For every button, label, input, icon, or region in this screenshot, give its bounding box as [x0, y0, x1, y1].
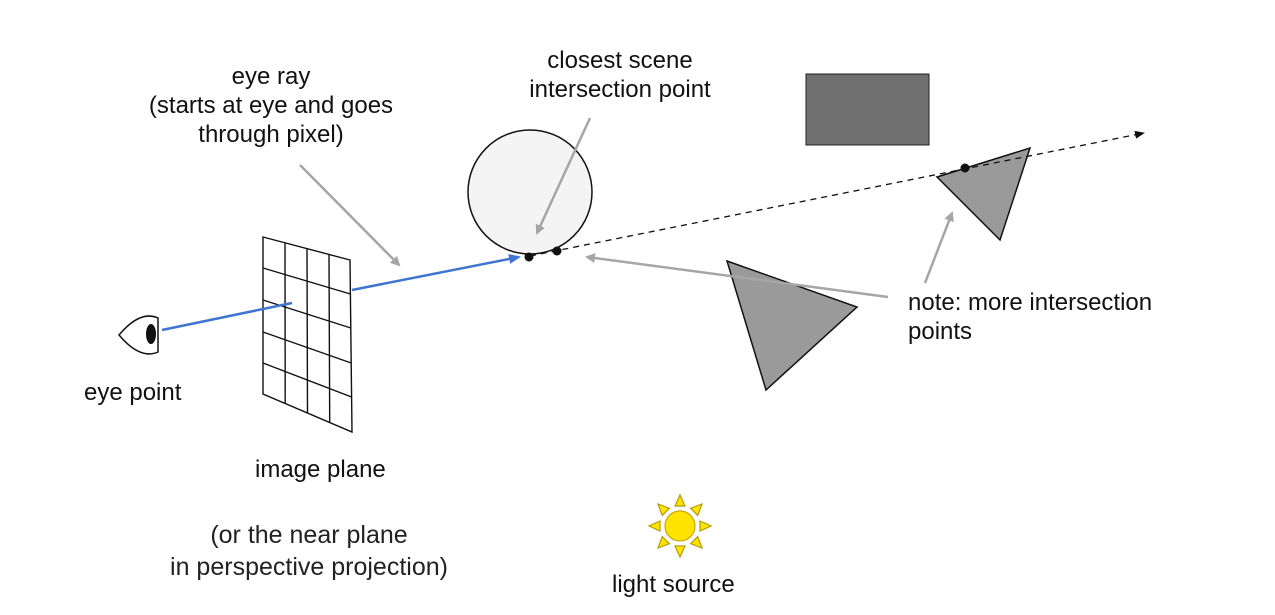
- scene-triangle-large: [725, 259, 859, 392]
- intersection-dot-closest: [524, 252, 534, 262]
- intersection-dot-second: [552, 246, 562, 256]
- more-intersections-arrow-2: [923, 211, 954, 284]
- scene-sphere: [467, 129, 593, 255]
- more-intersections-arrow-1: [585, 253, 889, 299]
- scene-triangle-small: [935, 146, 1032, 242]
- label-more-intersections: note: more intersection points: [908, 289, 1153, 345]
- image-plane-grid: [262, 236, 353, 434]
- intersection-dot-third: [960, 163, 970, 173]
- eye-ray-segment-2: [351, 254, 521, 292]
- label-closest-intersection: closest scene intersection point: [529, 47, 711, 103]
- eye-ray-annotation-arrow: [299, 164, 401, 267]
- label-eye-point: eye point: [84, 379, 182, 406]
- label-image-plane: image plane: [255, 456, 386, 483]
- scene-rectangle: [805, 73, 930, 146]
- label-near-plane-note: (or the near plane in perspective projec…: [170, 521, 448, 581]
- label-light-source: light source: [612, 571, 735, 598]
- sun-icon: [647, 493, 713, 559]
- closest-point-annotation-arrow: [535, 117, 592, 235]
- ray-continuation-dashed: [529, 130, 1145, 257]
- eye-icon: [118, 315, 159, 355]
- label-eye-ray: eye ray (starts at eye and goes through …: [148, 63, 394, 148]
- eye-ray-segment-1: [161, 301, 293, 332]
